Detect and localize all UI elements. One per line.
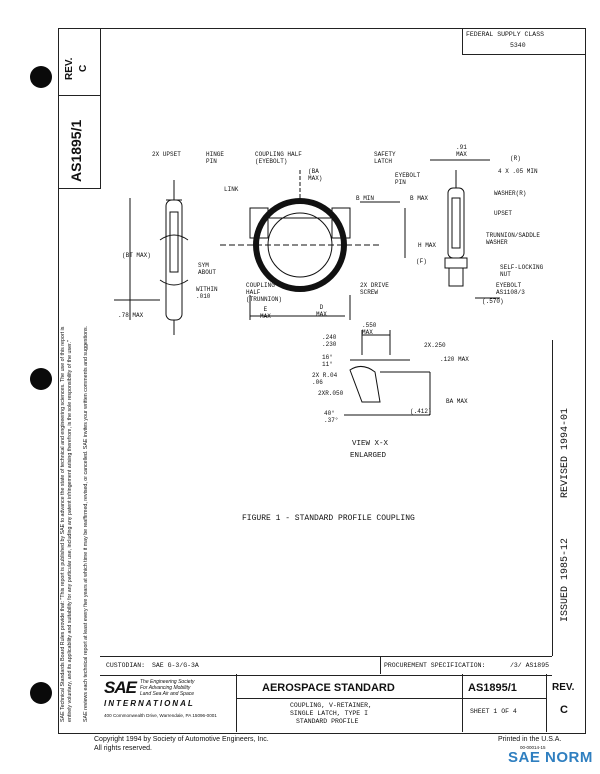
label-16-deg: 16° 11° — [322, 354, 333, 368]
title-divider-1 — [236, 674, 237, 732]
label-within: WITHIN .010 — [196, 286, 218, 300]
printed-in: Printed in the U.S.A. — [498, 736, 562, 743]
label-r-chk: 4 X .05 MIN — [498, 168, 538, 175]
rev-value: C — [78, 64, 89, 72]
coupling-drawing — [114, 159, 500, 416]
sae-tagline-2: For Advancing Mobility — [140, 685, 191, 691]
label-b-max: B MAX — [410, 195, 429, 202]
sae-tagline-3: Land Sea Air and Space — [140, 691, 195, 697]
tiny-number: 00-00014-15 — [520, 745, 546, 750]
label-550-max: .550 MAX — [362, 322, 377, 336]
title-divider-3 — [546, 674, 547, 732]
description-line-3: STANDARD PROFILE — [296, 718, 359, 725]
sae-tagline-1: The Engineering Society — [140, 679, 195, 685]
label-r-04: 2X R.04 .06 — [312, 372, 338, 386]
label-120-max: .120 MAX — [440, 356, 469, 363]
label-ba-max-2: BA MAX — [446, 398, 468, 405]
label-washer-r: WASHER(R) — [494, 190, 527, 197]
label-2x-upset: 2X UPSET — [152, 151, 181, 158]
title-doc-number: AS1895/1 — [468, 682, 517, 694]
label-r-050: 2XR.050 — [318, 390, 344, 397]
label-240: .240 .230 — [322, 334, 337, 348]
label-sym-about: SYM ABOUT — [198, 262, 217, 276]
label-ba-max: (BA MAX) — [308, 168, 323, 182]
label-d-max: D MAX — [316, 304, 327, 318]
custodian-label: CUSTODIAN: — [106, 662, 146, 669]
standard-title: AEROSPACE STANDARD — [262, 682, 395, 694]
label-91-max: .91 MAX — [456, 144, 467, 158]
doc-number-box — [58, 28, 101, 189]
label-trunnion-washer: TRUNNION/SADDLE WASHER — [486, 232, 541, 246]
label-link: LINK — [224, 186, 239, 193]
custodian-value: SAE G-3/G-3A — [152, 662, 199, 669]
label-coupling-half-eyebolt: COUPLING HALF (EYEBOLT) — [255, 151, 302, 165]
label-coupling-half-trunnion: COUPLING HALF (TRUNNION) — [246, 282, 283, 303]
label-drive-screw: 2X DRIVE SCREW — [360, 282, 389, 296]
sheet-number: SHEET 1 OF 4 — [470, 708, 517, 715]
copyright-line-1: Copyright 1994 by Society of Automotive … — [94, 736, 269, 743]
label-upset: UPSET — [494, 210, 513, 217]
view-subtitle: ENLARGED — [350, 452, 387, 460]
sae-norm-watermark: SAE NORM — [508, 749, 593, 766]
label-f: (F) — [416, 258, 427, 265]
figure-caption: FIGURE 1 - STANDARD PROFILE COUPLING — [242, 514, 415, 523]
date-strip — [552, 340, 585, 656]
label-78-max: .78 MAX — [118, 312, 144, 319]
label-412: (.412) — [410, 408, 432, 415]
label-eyebolt-pin: EYEBOLT PIN — [395, 172, 421, 186]
label-2x-250: 2X.250 — [424, 342, 446, 349]
description-line-2: SINGLE LATCH, TYPE I — [290, 710, 369, 717]
label-eyebolt-std: EYEBOLT AS1108/3 — [496, 282, 525, 296]
drawing-frame — [58, 28, 586, 734]
issued-date: ISSUED 1985-12 — [560, 537, 571, 622]
description-line-1: COUPLING, V-RETAINER, — [290, 702, 372, 709]
label-40-deg: 40° .37° — [324, 410, 339, 424]
label-r: (R) — [510, 155, 521, 162]
procurement-label: PROCUREMENT SPECIFICATION: — [384, 662, 486, 669]
title-rev-value: C — [560, 704, 568, 716]
copyright-line-2: All rights reserved. — [94, 745, 152, 752]
federal-class-box — [462, 28, 585, 55]
label-e-max: E MAX — [260, 306, 271, 320]
sae-logo: SAE — [104, 678, 137, 697]
label-self-locking-nut: SELF-LOCKING NUT — [500, 264, 544, 278]
procurement-value: /3/ AS1895 — [510, 662, 550, 669]
label-h-max: H MAX — [418, 242, 437, 249]
label-hinge-pin: HINGE PIN — [206, 151, 225, 165]
revised-date: REVISED 1994-01 — [560, 407, 571, 498]
title-hline — [236, 698, 546, 699]
custodian-row — [100, 656, 552, 676]
custodian-divider — [380, 656, 381, 674]
punch-hole — [30, 368, 52, 390]
title-rev-label: REV. — [552, 682, 575, 693]
federal-class-value: 5340 — [510, 42, 526, 49]
label-b-min: B MIN — [356, 195, 375, 202]
title-divider-2 — [462, 674, 463, 732]
label-bt-max: (BT MAX) — [122, 252, 151, 259]
view-title: VIEW X-X — [352, 440, 389, 448]
federal-class-label: FEDERAL SUPPLY CLASS — [466, 31, 545, 38]
label-570: (.570) — [482, 298, 504, 305]
label-safety-latch: SAFETY LATCH — [374, 151, 396, 165]
sae-international: INTERNATIONAL — [104, 699, 195, 708]
punch-hole — [30, 66, 52, 88]
rev-label: REV. — [64, 57, 75, 80]
punch-hole — [30, 682, 52, 704]
rev-divider — [58, 95, 100, 96]
notice-line-3: SAE reviews each technical report at lea… — [83, 325, 89, 722]
notice-line-1: SAE Technical Standards Board Rules prov… — [60, 326, 66, 722]
sae-address: 400 Commonwealth Drive, Warrendale, PA 1… — [104, 713, 217, 718]
notice-line-2: entirely voluntary, and its applicabilit… — [67, 340, 73, 722]
doc-number: AS1895/1 — [68, 119, 84, 182]
